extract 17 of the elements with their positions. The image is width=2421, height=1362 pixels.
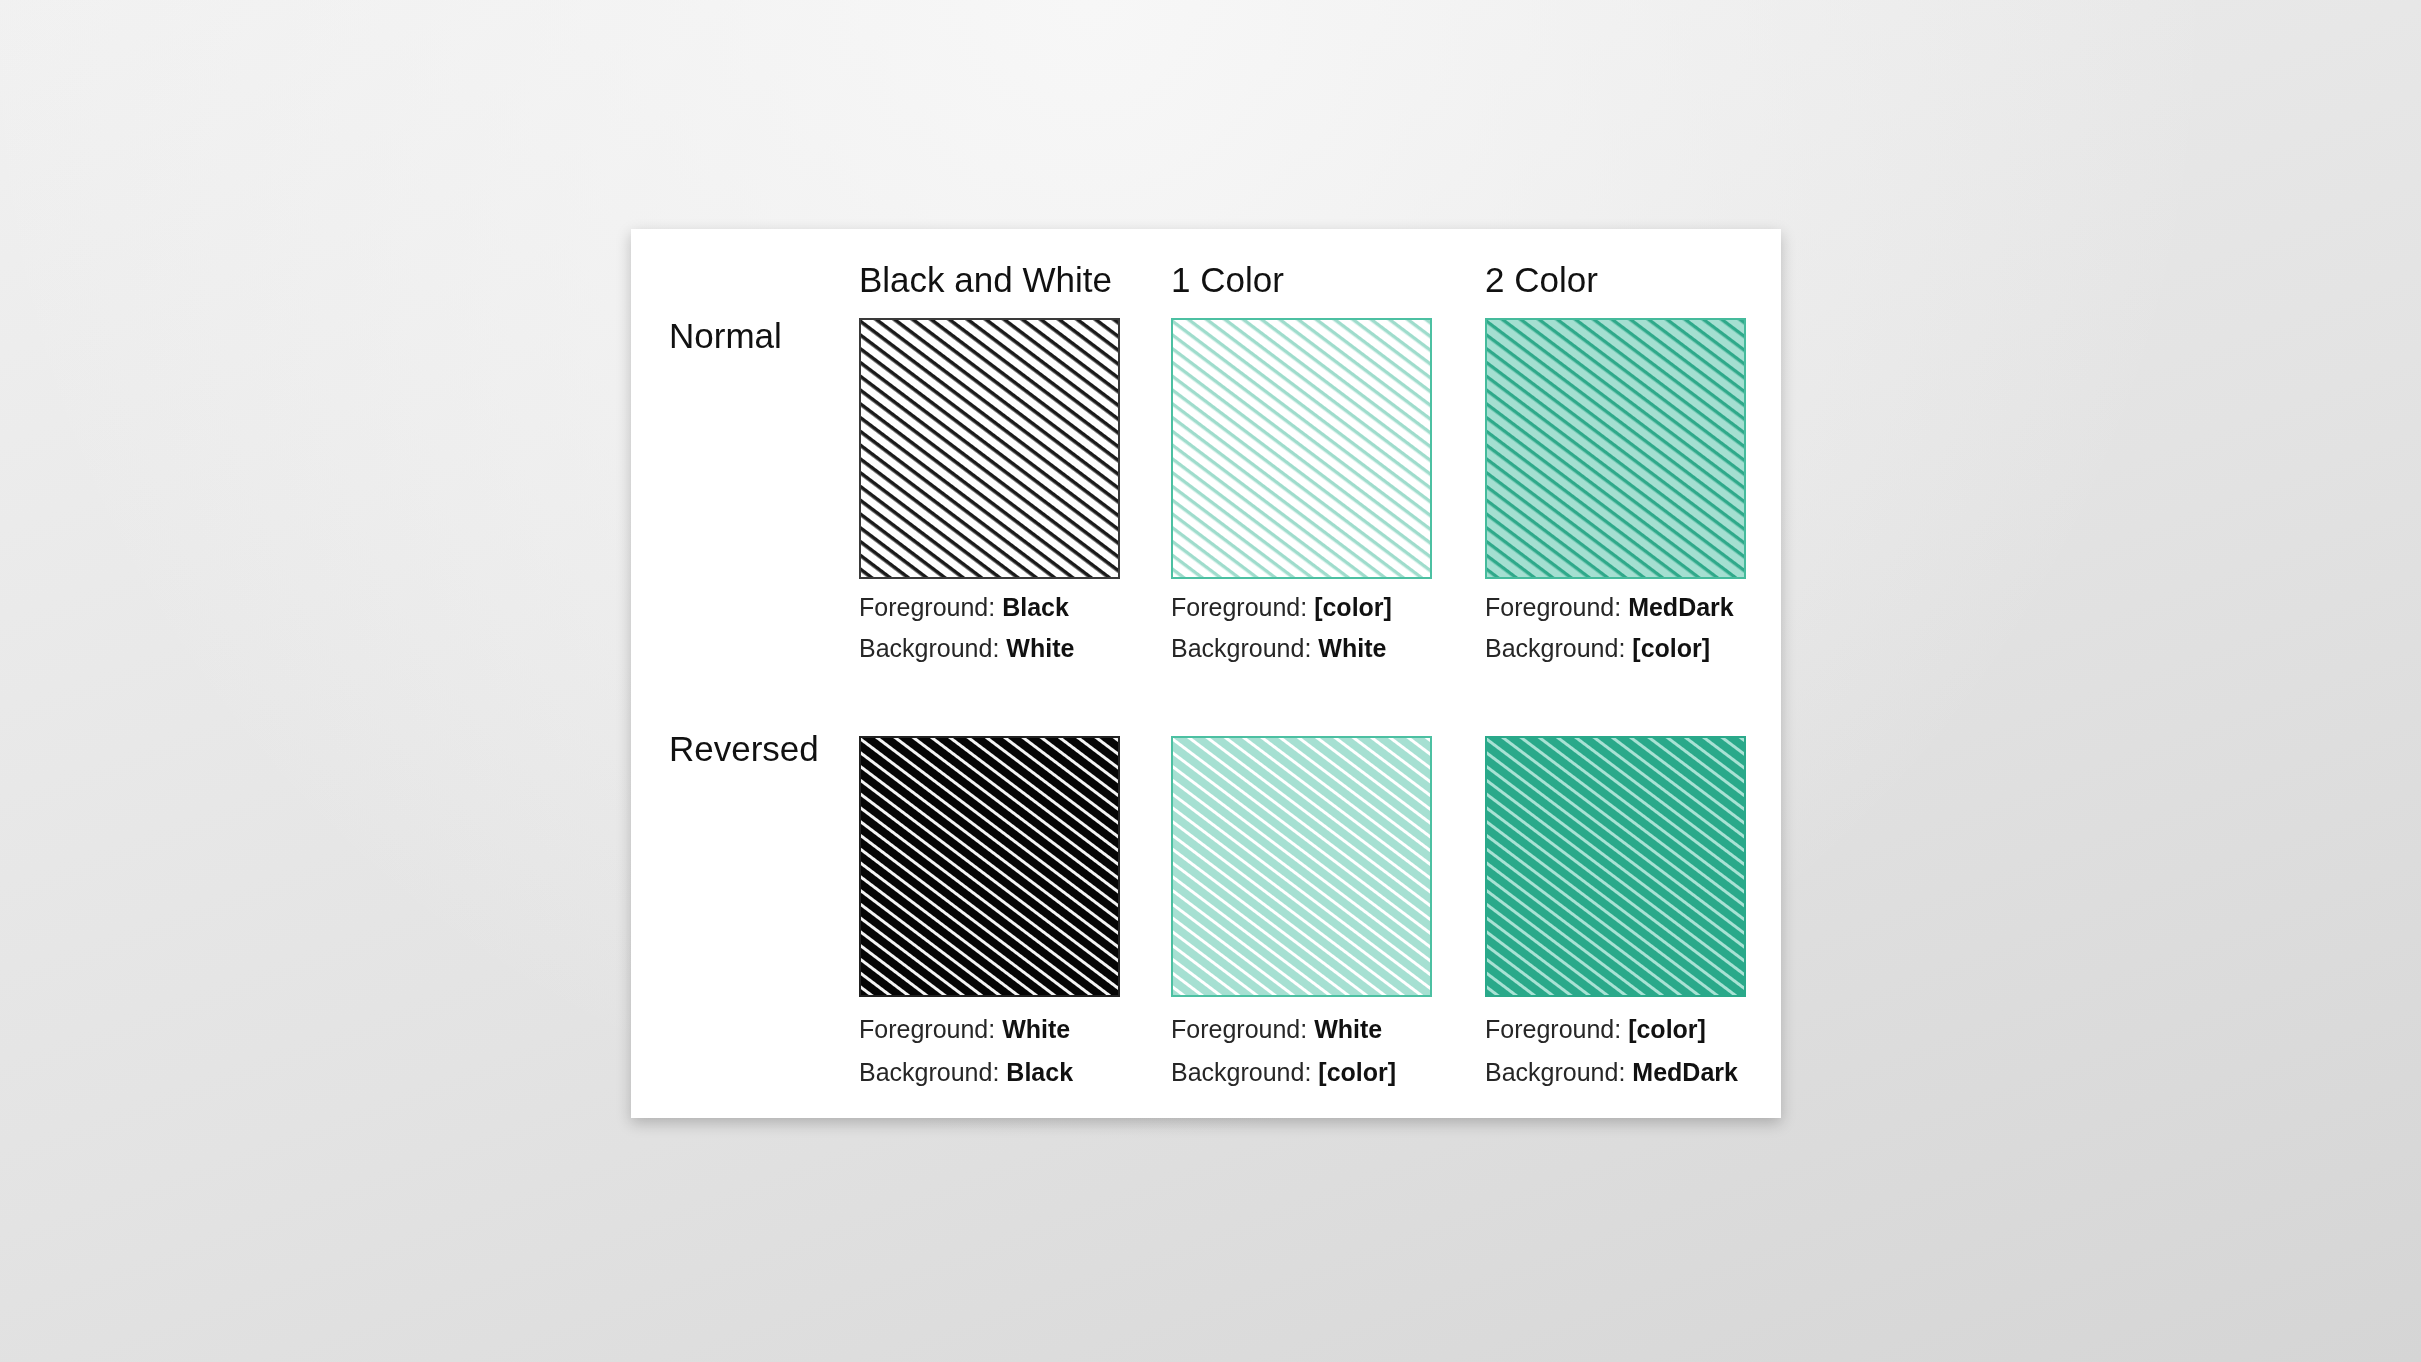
swatch-caption: Background: White <box>859 636 1075 661</box>
column-header: 1 Color <box>1171 262 1284 297</box>
row-header: Reversed <box>669 731 819 766</box>
swatch-caption: Foreground: [color] <box>1485 1017 1706 1042</box>
swatch-caption: Foreground: White <box>1171 1017 1383 1042</box>
swatch-caption: Foreground: MedDark <box>1485 595 1734 620</box>
column-header: 2 Color <box>1485 262 1598 297</box>
swatch-caption: Background: [color] <box>1485 636 1711 661</box>
swatch-caption: Background: Black <box>859 1060 1074 1085</box>
swatch-caption: Background: [color] <box>1171 1060 1397 1085</box>
swatch-caption: Background: White <box>1171 636 1387 661</box>
swatch-caption: Background: MedDark <box>1485 1060 1738 1085</box>
swatch-caption: Foreground: [color] <box>1171 595 1392 620</box>
swatch-caption: Foreground: White <box>859 1017 1071 1042</box>
column-header: Black and White <box>859 262 1112 297</box>
row-header: Normal <box>669 318 782 353</box>
swatch-caption: Foreground: Black <box>859 595 1069 620</box>
